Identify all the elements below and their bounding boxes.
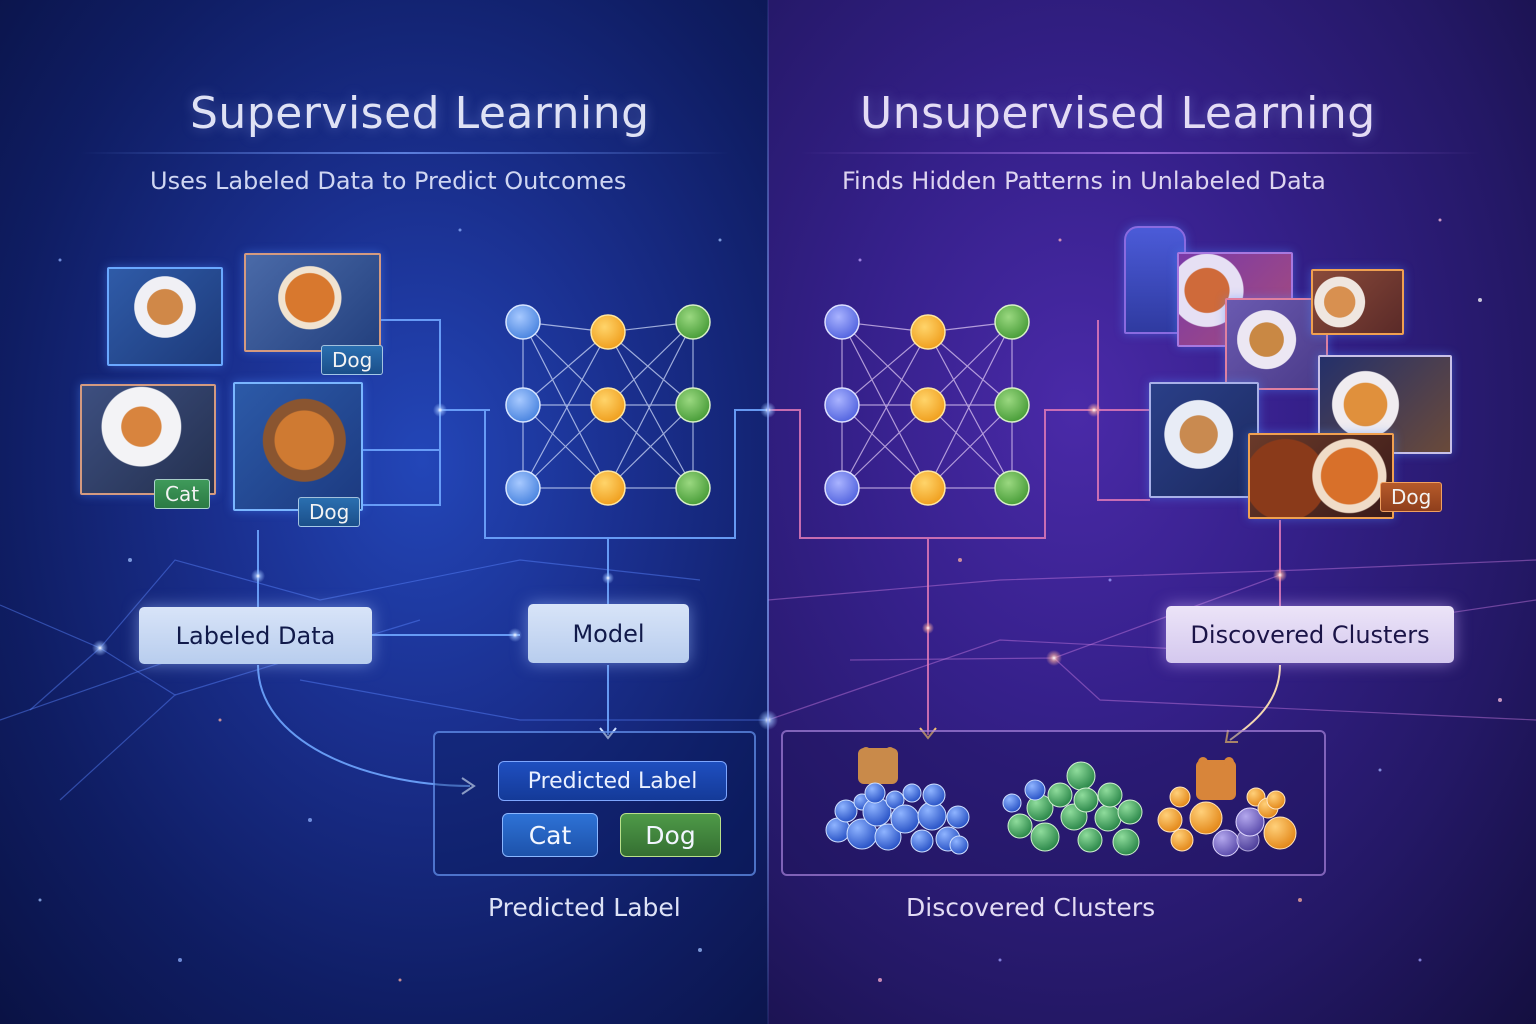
predicted-label-header: Predicted Label: [498, 761, 727, 801]
dog-tag-2: Dog: [298, 497, 361, 527]
cat-photo-icon: [1227, 300, 1326, 388]
discovered-clusters-label: Discovered Clusters: [1190, 620, 1430, 649]
supervised-subtitle: Uses Labeled Data to Predict Outcomes: [150, 167, 627, 195]
dog-image-1: [244, 253, 381, 352]
cat-tag-1: Cat: [154, 479, 211, 509]
dog-tag-u1: Dog: [1380, 482, 1443, 512]
panel-divider: [767, 0, 769, 1024]
labeled-data-node[interactable]: Labeled Data: [139, 607, 372, 664]
model-node[interactable]: Model: [528, 604, 689, 663]
model-label: Model: [572, 619, 645, 648]
cat-image-2: [80, 384, 216, 495]
unsupervised-title-rule: [800, 152, 1480, 154]
cat-image-u2: [1225, 298, 1328, 390]
discovered-clusters-node[interactable]: Discovered Clusters: [1166, 606, 1454, 663]
supervised-neural-network: [505, 304, 711, 506]
dog-photo-icon: [246, 255, 379, 350]
labeled-data-label: Labeled Data: [175, 621, 336, 650]
predicted-dog-button[interactable]: Dog: [620, 813, 721, 857]
cat-image-1: [107, 267, 223, 366]
cat-image-u3: [1311, 269, 1404, 335]
supervised-title: Supervised Learning: [190, 88, 650, 139]
dog-photo-icon: [235, 384, 361, 509]
unsupervised-title: Unsupervised Learning: [860, 88, 1376, 139]
cat-photo-icon: [82, 386, 214, 493]
unsupervised-neural-network: [824, 304, 1030, 506]
dog-tag-1: Dog: [321, 345, 384, 375]
predicted-cat-button[interactable]: Cat: [502, 813, 598, 857]
supervised-title-rule: [80, 152, 730, 154]
cat-photo-icon: [1151, 384, 1257, 496]
discovered-clusters-caption: Discovered Clusters: [906, 893, 1156, 922]
unsupervised-panel-background: [768, 0, 1536, 1024]
cat-photo-icon: [1313, 271, 1402, 333]
dog-image-2: [233, 382, 363, 511]
clusters-frame: [781, 730, 1326, 876]
predicted-label-caption: Predicted Label: [488, 893, 681, 922]
dog-photo-icon: [1250, 435, 1392, 517]
cat-photo-icon: [109, 269, 221, 364]
unsupervised-subtitle: Finds Hidden Patterns in Unlabeled Data: [842, 167, 1326, 195]
dog-image-u1: [1248, 433, 1394, 519]
cat-image-u5: [1149, 382, 1259, 498]
